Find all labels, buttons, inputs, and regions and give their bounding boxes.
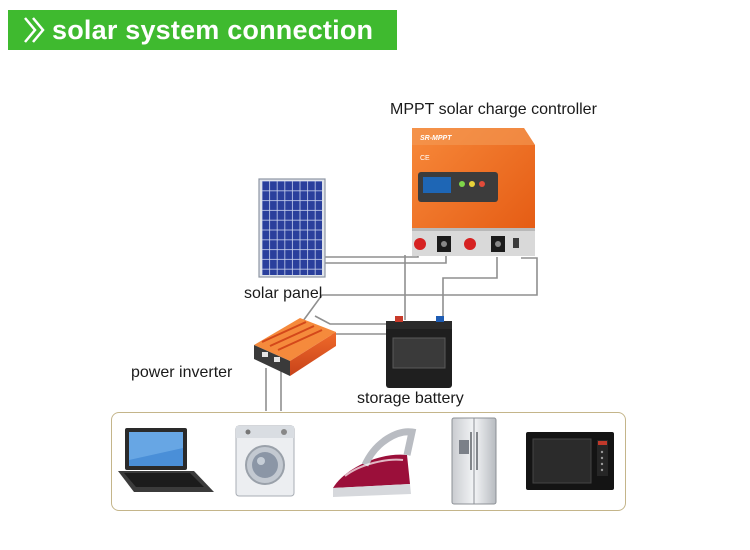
charge-controller-label: MPPT solar charge controller (390, 101, 597, 118)
solar-panel-icon (258, 178, 326, 278)
laptop-icon (118, 428, 214, 492)
storage-battery-label: storage battery (357, 390, 464, 407)
controller-brand: SR-MPPT (420, 135, 452, 142)
refrigerator-icon (451, 417, 497, 505)
solar-panel-label: solar panel (244, 285, 323, 302)
power-inverter-label: power inverter (131, 364, 233, 381)
charge-controller-icon (412, 128, 535, 256)
page-title: solar system connection (52, 15, 374, 45)
title-banner: solar system connection (8, 10, 397, 50)
washing-machine-icon (235, 425, 295, 497)
microwave-icon (526, 432, 614, 490)
ce-mark: CE (420, 155, 430, 162)
iron-icon (333, 428, 417, 497)
appliances-frame (111, 412, 626, 511)
battery-icon (386, 316, 452, 388)
inverter-icon (254, 318, 336, 376)
chevron-right-icon (24, 17, 45, 43)
